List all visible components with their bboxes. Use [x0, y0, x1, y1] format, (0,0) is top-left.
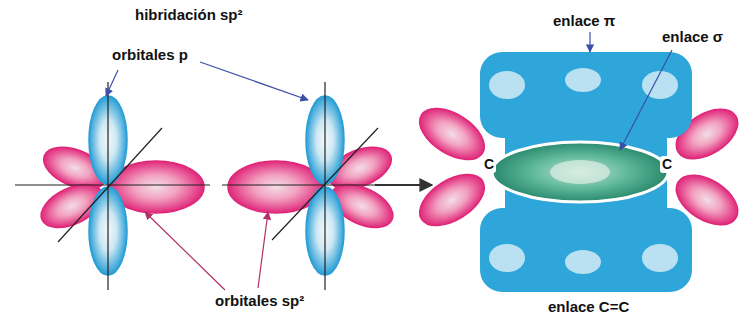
leader-arrow: [589, 32, 590, 52]
left-atom: [15, 82, 210, 290]
orbital-label: orbitales sp²: [215, 292, 304, 310]
leader-arrow: [620, 50, 672, 150]
atom-label: C: [482, 156, 496, 173]
leader-arrow: [145, 212, 225, 290]
orbital-label: orbitales p: [112, 46, 188, 64]
bond-label: enlace π: [553, 12, 615, 30]
leader-arrow: [258, 212, 268, 288]
atom-label: C: [660, 156, 674, 173]
right-atom: [222, 82, 400, 290]
title-label: hibridación sp²: [135, 6, 243, 24]
ethene-bond: [411, 52, 747, 292]
bond-label: enlace σ: [662, 28, 723, 46]
leader-arrow: [200, 62, 308, 100]
leader-arrow: [106, 70, 118, 96]
reaction-arrow: [375, 184, 432, 186]
bond-label: enlace C=C: [548, 298, 629, 316]
